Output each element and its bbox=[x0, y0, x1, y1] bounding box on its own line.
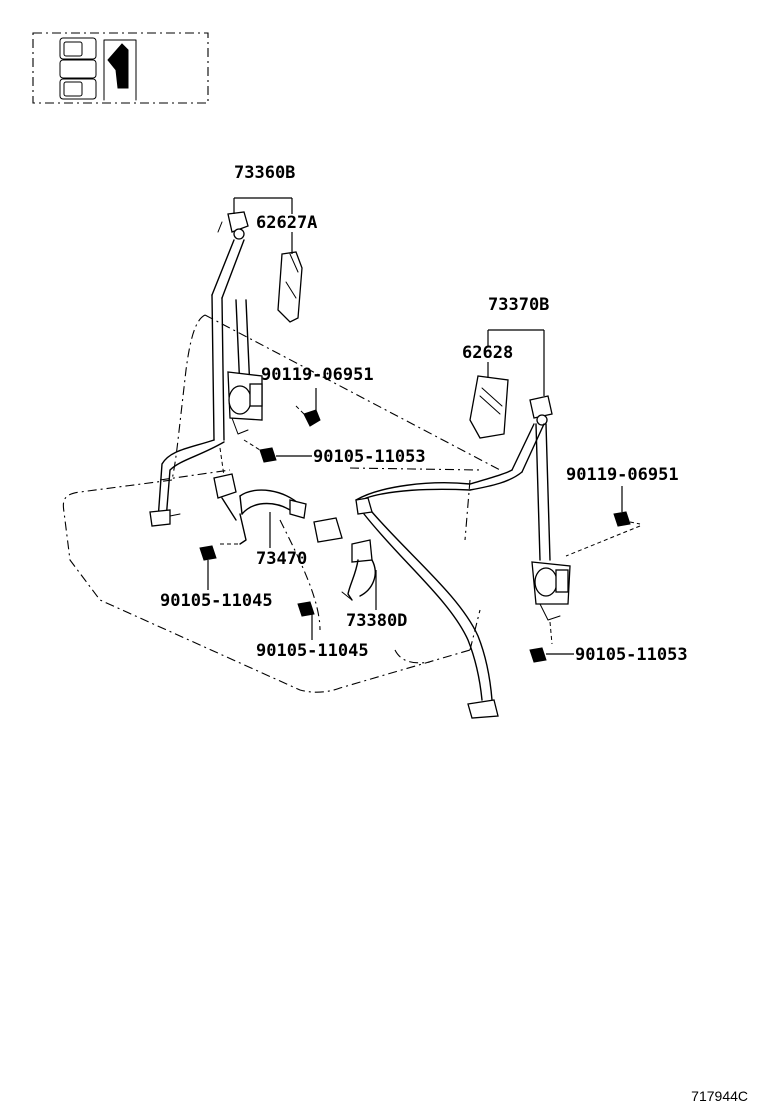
part-label: 62628 bbox=[462, 343, 513, 363]
part-label: 90105-11053 bbox=[313, 447, 426, 467]
bolt-icon bbox=[199, 545, 217, 561]
bolt-icon bbox=[243, 439, 277, 463]
leader-lines bbox=[207, 197, 623, 655]
bolt-icon bbox=[297, 601, 315, 617]
bolt-icon bbox=[295, 405, 321, 427]
part-label: 90119-06951 bbox=[261, 365, 374, 385]
belt-cover-62627A bbox=[277, 251, 303, 323]
part-label: 90105-11045 bbox=[160, 591, 273, 611]
seat-layout-inset-icon bbox=[32, 32, 209, 104]
seat-belt-retractor-icon bbox=[227, 371, 263, 435]
seat-belt-buckle-icon bbox=[213, 447, 307, 545]
centre-lap-belt bbox=[355, 482, 499, 719]
seat-belt-buckle-icon bbox=[313, 517, 376, 601]
part-label: 73380D bbox=[346, 611, 407, 631]
seat-belt-retractor-icon bbox=[531, 561, 571, 621]
part-labels: 73360B 62627A 90119-06951 90105-11053 73… bbox=[160, 163, 688, 665]
figure-id: 717944C bbox=[691, 1088, 748, 1104]
bolt-icon bbox=[529, 621, 553, 663]
bolt-icon bbox=[613, 511, 641, 527]
part-label: 73370B bbox=[488, 295, 549, 315]
part-label: 90105-11053 bbox=[575, 645, 688, 665]
part-label: 73470 bbox=[256, 549, 307, 569]
part-label: 73360B bbox=[234, 163, 295, 183]
left-outer-seat-belt bbox=[149, 211, 263, 527]
part-label: 90119-06951 bbox=[566, 465, 679, 485]
belt-cover-62628 bbox=[469, 375, 509, 439]
part-label: 62627A bbox=[256, 213, 317, 233]
part-label: 90105-11045 bbox=[256, 641, 369, 661]
right-outer-seat-belt bbox=[469, 395, 571, 621]
